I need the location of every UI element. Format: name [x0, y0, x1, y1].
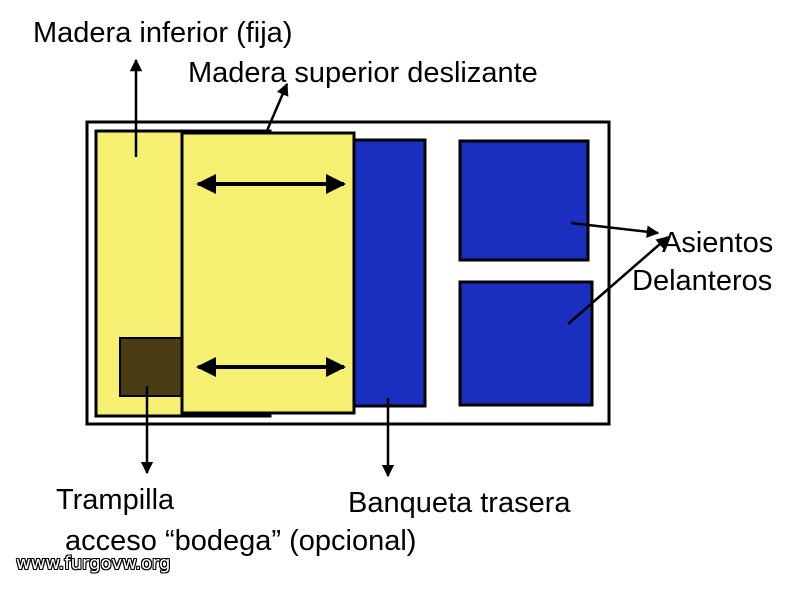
label-front: Delanteros: [632, 265, 773, 297]
front-seat-top: [458, 139, 590, 262]
label-lower-fixed-wood: Madera inferior (fija): [33, 17, 293, 49]
arrow-upper-wood: [264, 82, 289, 134]
arrow-seat-bottom: [567, 236, 669, 325]
label-hatch: Trampilla: [56, 484, 175, 516]
site-watermark: www.furgovw.org: [16, 553, 171, 574]
storage-hatch: [119, 337, 183, 397]
label-hatch-access: acceso “bodega” (opcional): [65, 525, 417, 557]
rear-bench: [351, 138, 427, 408]
arrow-seat-top: [570, 221, 660, 238]
label-upper-sliding-wood: Madera superior deslizante: [188, 57, 538, 89]
upper-sliding-wood: [180, 131, 356, 415]
label-seats: Asientos: [662, 227, 774, 259]
label-rear-bench: Banqueta trasera: [348, 487, 571, 519]
front-seat-bottom: [458, 280, 594, 407]
